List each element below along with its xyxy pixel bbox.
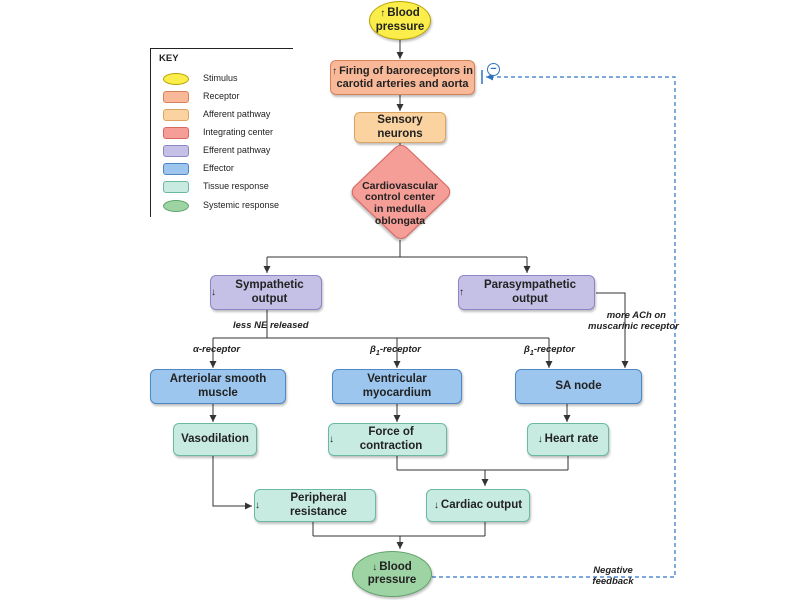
node-text: carotid arteries and aorta (336, 77, 469, 90)
node-text: SA node (555, 379, 602, 392)
vasodilation-node: Vasodilation (173, 423, 257, 456)
negative-feedback-loop (432, 73, 676, 578)
node-text: control center (364, 191, 435, 204)
node-text: Arteriolar smooth muscle (169, 373, 267, 399)
legend-label: Afferent pathway (203, 109, 271, 119)
sympathetic-output-node: ↓ Sympathetic output (210, 275, 322, 310)
up-arrow-icon: ↑ (332, 65, 338, 77)
node-text: Sympathetic output (235, 279, 304, 305)
node-text: pressure (367, 574, 417, 586)
legend-title: KEY (159, 53, 179, 64)
node-text: Heart rate (544, 432, 599, 445)
legend-item-tissue: Tissue response (163, 180, 293, 196)
node-text: Cardiovascular (362, 179, 438, 192)
down-arrow-icon: ↓ (372, 561, 378, 573)
parasympathetic-output-node: ↑ Parasympathetic output (458, 275, 595, 310)
negative-feedback-label: Negative feedback (580, 565, 646, 588)
legend-label: Efferent pathway (203, 145, 271, 155)
force-of-contraction-node: ↓ Force of contraction (328, 423, 447, 456)
label-line: more ACh on (606, 310, 666, 321)
node-text: oblongata (374, 214, 426, 227)
arteriolar-smooth-muscle-node: Arteriolar smooth muscle (150, 369, 286, 404)
systemic-blood-pressure-node: ↓Blood pressure (352, 551, 432, 597)
cardiac-output-node: ↓Cardiac output (426, 489, 530, 522)
receptor-suffix: -receptor (379, 344, 421, 355)
less-ne-label: less NE released (233, 320, 309, 331)
legend-label: Systemic response (203, 200, 280, 210)
legend-item-effector: Effector (163, 162, 293, 178)
beta1-receptor-label-ventricular: β1-receptor (370, 344, 421, 357)
legend-label: Tissue response (203, 181, 269, 191)
sensory-neurons-node: Sensory neurons (354, 112, 446, 143)
label-line: feedback (592, 575, 634, 587)
node-text: Blood (379, 560, 412, 573)
legend-label: Effector (203, 163, 234, 173)
up-arrow-icon: ↑ (459, 286, 464, 298)
legend-label: Receptor (203, 91, 240, 101)
node-text: Force of contraction (359, 426, 423, 452)
node-text: in medulla (374, 203, 426, 215)
receptor-suffix: -receptor (533, 344, 575, 355)
up-arrow-icon: ↑ (380, 8, 386, 20)
alpha-receptor-label: α-receptor (193, 344, 241, 355)
legend-item-afferent: Afferent pathway (163, 108, 293, 124)
receptor-baroreceptors-node: ↑Firing of baroreceptors in carotid arte… (330, 60, 475, 95)
arrow-parasympathetic-sa (596, 292, 629, 368)
label-line: muscarinic receptor (588, 320, 679, 332)
node-text: Parasympathetic output (483, 279, 577, 305)
ventricular-myocardium-node: Ventricular myocardium (332, 369, 462, 404)
node-text: Cardiac output (440, 498, 523, 511)
legend-swatch-integrating (163, 127, 189, 139)
legend-swatch-receptor (163, 91, 189, 103)
legend: KEY Stimulus Receptor Afferent pathway I… (150, 48, 293, 217)
legend-label: Stimulus (203, 73, 238, 83)
down-arrow-icon: ↓ (433, 499, 439, 511)
legend-swatch-stimulus (163, 73, 189, 85)
legend-item-integrating: Integrating center (163, 126, 293, 142)
beta-symbol: β (524, 344, 530, 355)
beta-subscript: 1 (529, 349, 534, 357)
peripheral-resistance-node: ↓ Peripheral resistance (254, 489, 376, 522)
node-text: Ventricular myocardium (362, 373, 432, 399)
down-arrow-icon: ↓ (329, 433, 334, 445)
stimulus-blood-pressure-node: ↑Blood pressure (369, 1, 431, 40)
node-text: Peripheral resistance (290, 492, 347, 518)
legend-swatch-effector (163, 163, 189, 175)
legend-item-efferent: Efferent pathway (163, 144, 293, 160)
minus-circle-icon: − (487, 63, 500, 76)
beta-symbol: β (370, 344, 376, 355)
label-line: Negative (593, 565, 633, 576)
legend-swatch-systemic (163, 200, 189, 212)
legend-item-stimulus: Stimulus (163, 72, 293, 88)
node-text: pressure (375, 20, 425, 33)
node-text: Sensory neurons (377, 114, 423, 140)
beta1-receptor-label-sa: β1-receptor (524, 344, 575, 357)
down-arrow-icon: ↓ (537, 433, 543, 445)
node-text: Firing of baroreceptors in (339, 64, 473, 77)
down-arrow-icon: ↓ (211, 286, 216, 298)
integrating-center-text: Cardiovascular control center in medulla… (352, 176, 448, 232)
legend-item-receptor: Receptor (163, 90, 293, 106)
legend-swatch-afferent (163, 109, 189, 121)
heart-rate-node: ↓Heart rate (527, 423, 609, 456)
more-ach-label: more ACh on muscarinic receptor (588, 310, 679, 333)
down-arrow-icon: ↓ (255, 499, 260, 511)
sa-node-node: SA node (515, 369, 642, 404)
legend-swatch-tissue (163, 181, 189, 193)
legend-label: Integrating center (203, 127, 274, 137)
legend-swatch-efferent (163, 145, 189, 157)
node-text: Vasodilation (181, 432, 249, 445)
beta-subscript: 1 (375, 349, 380, 357)
node-text: Blood (387, 7, 420, 20)
legend-item-systemic: Systemic response (163, 199, 293, 215)
arrow-vasodilation-peripheral (212, 456, 252, 510)
